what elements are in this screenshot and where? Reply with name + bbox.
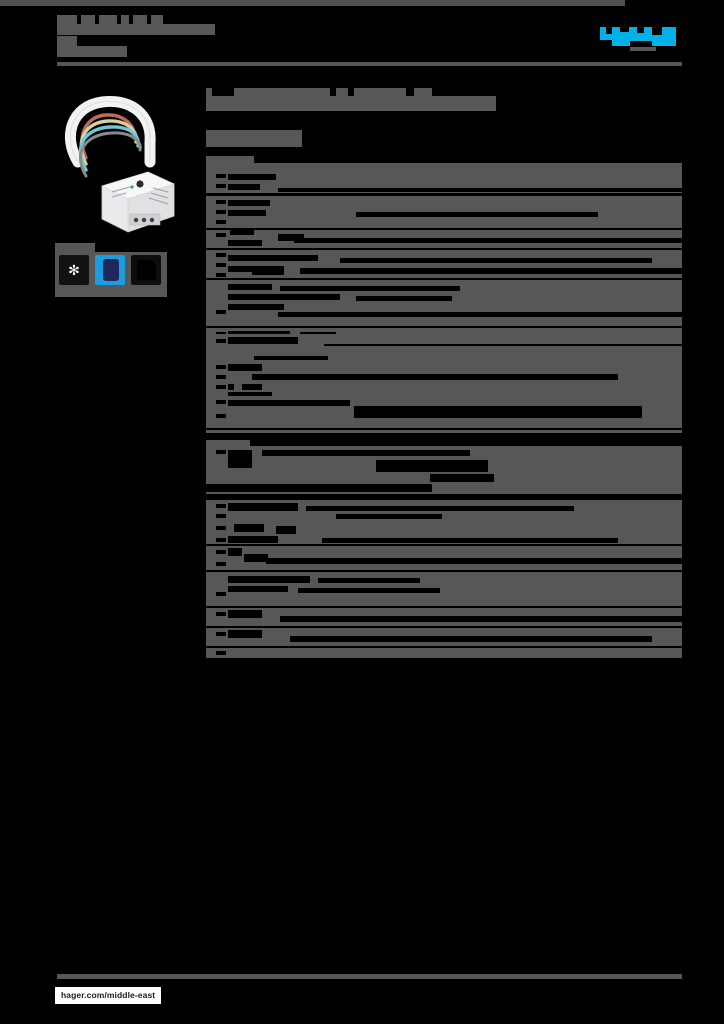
product-image	[56, 88, 178, 236]
page-header: hager	[0, 0, 724, 70]
app-badge	[95, 255, 125, 285]
table-row	[206, 648, 682, 658]
hager-logo: hager	[600, 27, 684, 51]
section-subheading	[206, 130, 302, 147]
certification-badge-glyph: ✻	[68, 262, 80, 278]
table-row	[206, 500, 682, 522]
certification-badge: ✻	[59, 255, 89, 285]
document-badge	[131, 255, 161, 285]
footer-url-link[interactable]: hager.com/middle-east	[55, 987, 162, 1004]
footer-divider	[57, 974, 682, 979]
header-divider	[57, 62, 682, 66]
document-title	[0, 0, 724, 57]
page-footer	[0, 974, 724, 1024]
product-icon-strip: ✻	[55, 243, 167, 297]
